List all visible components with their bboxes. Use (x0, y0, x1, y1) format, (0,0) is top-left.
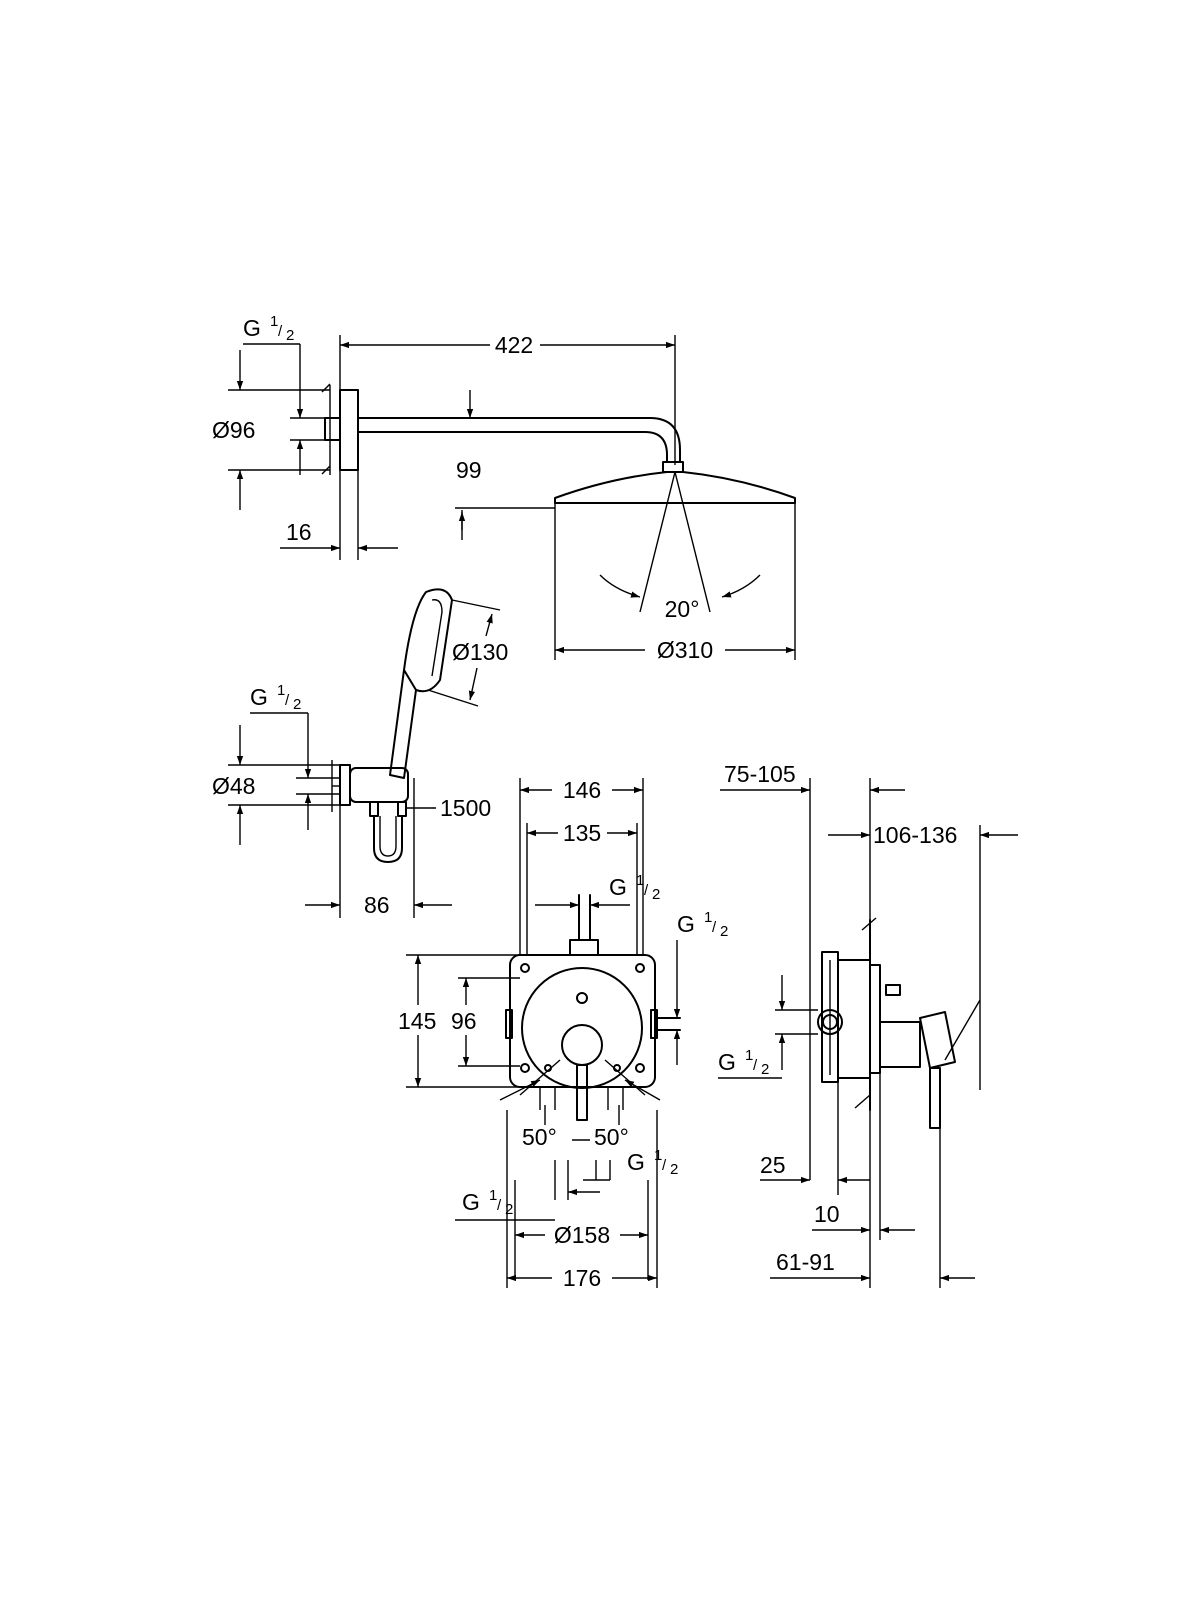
svg-text:1: 1 (704, 909, 712, 926)
elbow-diameter-label: Ø48 (212, 773, 255, 799)
arm-length-label: 422 (495, 332, 533, 358)
mixer-lever (576, 1064, 588, 1121)
thread-label-mixer-bottom-left: G 1 / 2 (462, 1187, 513, 1218)
cover-plate (521, 967, 643, 1089)
width-inner-label: 135 (563, 820, 601, 846)
width-total-label: 176 (563, 1265, 601, 1291)
svg-text:/: / (497, 1197, 502, 1214)
svg-text:G: G (627, 1149, 645, 1175)
mixer-knob (561, 1024, 603, 1066)
svg-text:/: / (662, 1157, 667, 1174)
thread-label-mixer-right: G 1 / 2 (677, 909, 728, 940)
svg-text:2: 2 (670, 1161, 678, 1178)
svg-text:1: 1 (654, 1147, 662, 1164)
svg-text:1: 1 (270, 313, 278, 330)
thread-label-side: G 1 / 2 (718, 1047, 769, 1078)
shower-head (554, 471, 796, 504)
svg-text:G: G (250, 684, 268, 710)
mixer-front-view: 146 135 G 1 / 2 G 1 / 2 145 (398, 777, 728, 1291)
svg-text:G: G (677, 911, 695, 937)
depth-range-b-label: 106-136 (873, 822, 957, 848)
svg-text:2: 2 (505, 1201, 513, 1218)
thread-label-hand: G 1 / 2 (250, 682, 301, 713)
svg-text:2: 2 (720, 923, 728, 940)
angle-left-label: 50° (522, 1124, 557, 1150)
svg-text:2: 2 (652, 886, 660, 903)
spray-angle-label: 20° (665, 596, 700, 622)
head-connector (662, 461, 684, 473)
height-drop-label: 99 (456, 457, 482, 483)
projection-label: 86 (364, 892, 390, 918)
svg-text:/: / (644, 882, 649, 899)
svg-text:/: / (278, 323, 283, 340)
angle-right-label: 50° (594, 1124, 629, 1150)
hand-shower-head (403, 588, 453, 693)
svg-text:1: 1 (636, 872, 644, 889)
svg-text:1: 1 (745, 1047, 753, 1064)
mixer-side-view: 75-105 106-136 G 1 / 2 25 10 (718, 761, 1018, 1288)
svg-text:2: 2 (761, 1061, 769, 1078)
dim-10-label: 10 (814, 1201, 840, 1227)
depth-range-a-label: 75-105 (724, 761, 796, 787)
head-diameter-label: Ø310 (657, 637, 713, 663)
thread-label-mixer-bottom-right: G 1 / 2 (627, 1147, 678, 1178)
dim-25-label: 25 (760, 1152, 786, 1178)
shower-head-set: 422 G 1 / 2 Ø96 99 16 (212, 313, 796, 663)
svg-text:/: / (712, 919, 717, 936)
svg-text:G: G (718, 1049, 736, 1075)
wall-offset-label: 16 (286, 519, 312, 545)
flange-diameter-label: Ø96 (212, 417, 255, 443)
width-outer-label: 146 (563, 777, 601, 803)
wall-flange (339, 389, 359, 471)
mixer-box (509, 954, 656, 1088)
side-handle-base (879, 1021, 921, 1068)
wall-elbow (339, 764, 351, 806)
svg-text:/: / (753, 1057, 758, 1074)
svg-text:/: / (285, 692, 290, 709)
thread-label-top: G 1 / 2 (243, 313, 294, 344)
depth-range-c-label: 61-91 (776, 1249, 835, 1275)
flange-connector (324, 417, 341, 441)
svg-text:G: G (609, 874, 627, 900)
side-handle (919, 1011, 956, 1069)
hand-shower-handle (389, 669, 417, 779)
svg-text:1: 1 (489, 1187, 497, 1204)
thread-label-mixer-top: G 1 / 2 (609, 872, 660, 903)
plate-diameter-label: Ø158 (554, 1222, 610, 1248)
hand-shower-set: Ø130 G 1 / 2 Ø48 1500 86 (212, 588, 508, 918)
hand-head-diameter-label: Ø130 (452, 639, 508, 665)
svg-text:G: G (462, 1189, 480, 1215)
svg-text:2: 2 (293, 696, 301, 713)
hose-length-label: 1500 (440, 795, 491, 821)
svg-text:G: G (243, 315, 261, 341)
hose (373, 815, 403, 863)
height-outer-label: 145 (398, 1008, 436, 1034)
svg-text:2: 2 (286, 327, 294, 344)
svg-text:1: 1 (277, 682, 285, 699)
height-inner-label: 96 (451, 1008, 477, 1034)
shower-arm (357, 417, 681, 463)
shower-holder (349, 767, 409, 803)
